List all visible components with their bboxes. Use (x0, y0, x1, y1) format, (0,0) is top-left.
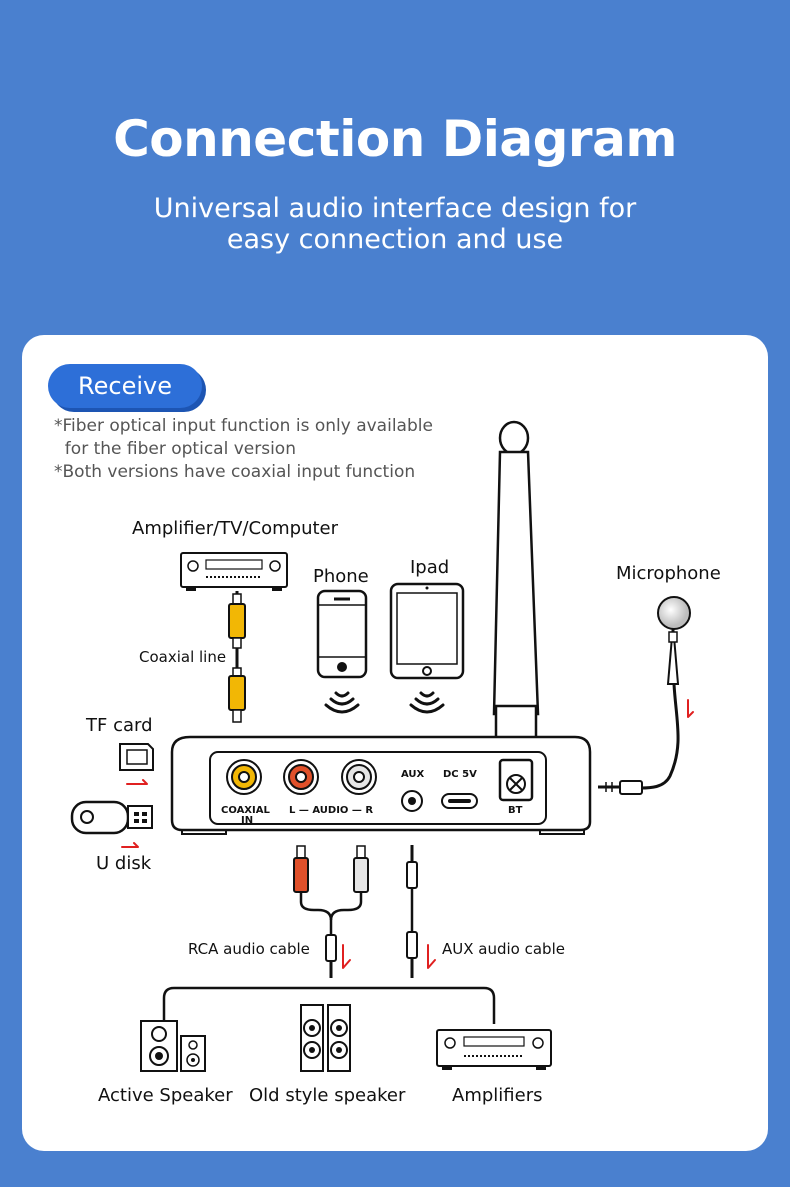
label-u-disk: U disk (96, 853, 152, 874)
ipad-wireless-icon (409, 691, 445, 714)
panel-label-audio: L — AUDIO — R (289, 805, 374, 816)
label-aux-audio-cable: AUX audio cable (442, 940, 565, 958)
panel-label-coaxial: COAXIAL (221, 805, 270, 816)
note-line-2: for the fiber optical version (54, 439, 296, 459)
label-rca-audio-cable: RCA audio cable (188, 940, 310, 958)
label-coaxial-line: Coaxial line (139, 648, 227, 666)
aux-cable-icon (406, 845, 418, 978)
label-old-style-speaker: Old style speaker (249, 1085, 406, 1106)
amplifier-source-icon (180, 552, 288, 591)
label-phone: Phone (313, 566, 369, 587)
rca-right-jack (341, 759, 377, 795)
old-style-speaker-icon (300, 1004, 351, 1072)
note-line-1: *Fiber optical input function is only av… (54, 416, 433, 436)
page-subtitle-line1: Universal audio interface design for (153, 193, 637, 224)
panel-label-aux: AUX (401, 769, 425, 780)
label-amplifier-tv-computer: Amplifier/TV/Computer (132, 518, 339, 539)
rca-cable-icon (293, 845, 369, 978)
note-line-3: *Both versions have coaxial input functi… (54, 462, 416, 482)
panel-label-dc: DC 5V (443, 769, 477, 780)
red-arrow-icons (121, 699, 694, 969)
receive-mode-badge: Receive (48, 364, 202, 408)
tf-card-icon (119, 743, 154, 771)
coaxial-cable-icon (228, 591, 246, 723)
ipad-icon (389, 582, 465, 680)
label-amplifiers: Amplifiers (452, 1085, 543, 1106)
active-speaker-icon (140, 1020, 206, 1072)
label-active-speaker: Active Speaker (98, 1085, 233, 1106)
dc-port (441, 793, 478, 809)
output-bracket (162, 986, 496, 1024)
page-title: Connection Diagram (113, 110, 677, 168)
mic-plug-icon (598, 780, 643, 795)
label-ipad: Ipad (410, 557, 450, 578)
panel-label-in: IN (241, 815, 254, 826)
phone-wireless-icon (324, 691, 360, 714)
u-disk-icon (70, 800, 153, 835)
page-subtitle-line2: easy connection and use (226, 224, 564, 255)
phone-icon (316, 589, 368, 679)
label-tf-card: TF card (86, 715, 153, 736)
amplifier-output-icon (436, 1029, 552, 1070)
coaxial-jack (226, 759, 262, 795)
label-microphone: Microphone (616, 563, 721, 584)
rca-left-jack (283, 759, 319, 795)
panel-label-bt: BT (508, 805, 523, 816)
microphone-icon (639, 596, 691, 790)
aux-jack (401, 790, 423, 812)
